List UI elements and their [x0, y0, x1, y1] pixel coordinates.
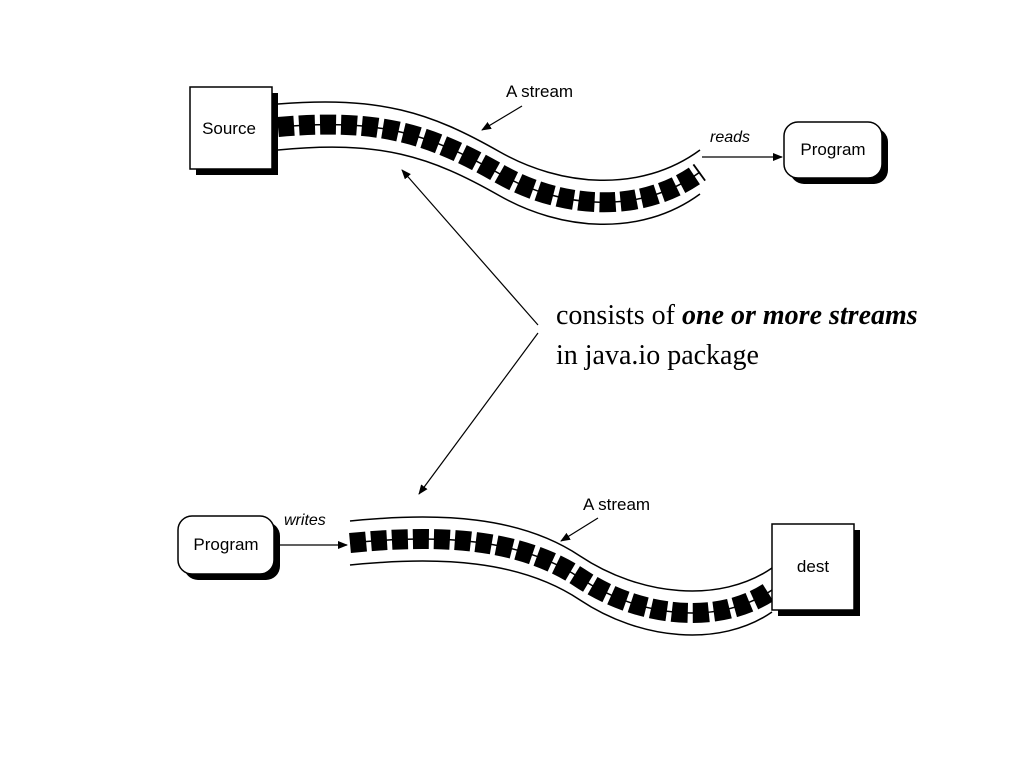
source-label: Source [202, 119, 256, 138]
caption-prefix: consists of [556, 300, 682, 331]
top-stream-pipe [277, 101, 706, 226]
bottom-stream-group: Program writes A stream dest [177, 495, 860, 636]
caption-emphasis: one or more streams [682, 300, 918, 331]
reads-label: reads [710, 129, 750, 146]
top-program-label: Program [800, 140, 865, 159]
source-box: Source [189, 86, 278, 175]
caption-line-2: in java.io package [556, 340, 759, 371]
writes-label: writes [284, 512, 326, 529]
dest-box: dest [771, 523, 860, 616]
caption-text: consists of one or more streams in java.… [556, 296, 1016, 376]
caption-connector [401, 169, 539, 495]
bottom-program-label: Program [193, 535, 258, 554]
top-stream-label: A stream [506, 82, 573, 101]
caption-line-1: consists of one or more streams [556, 296, 1016, 336]
caption-arrow-down [418, 332, 539, 495]
bottom-stream-pointer-arrow [560, 517, 599, 542]
top-stream-group: Source A stream reads Program [189, 82, 888, 226]
bottom-stream-pipe [349, 516, 778, 636]
bottom-stream-label: A stream [583, 495, 650, 514]
top-program-box: Program [783, 121, 888, 184]
top-stream-pointer-arrow [481, 105, 523, 131]
bottom-program-box: Program [177, 515, 280, 580]
dest-label: dest [797, 557, 829, 576]
caption-arrow-up [401, 169, 539, 326]
